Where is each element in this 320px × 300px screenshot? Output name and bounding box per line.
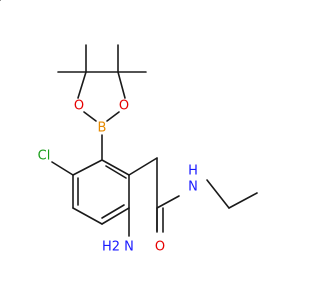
bond-o-left-b xyxy=(83,111,97,122)
amino-nitrogen-label: N xyxy=(124,240,134,255)
bond-nh-ch2 xyxy=(206,179,230,209)
bond-ring-cl xyxy=(51,161,74,176)
oxygen-ring-right-label: O xyxy=(119,99,129,114)
bond-o-right-b xyxy=(106,111,120,122)
ring-bond-3 xyxy=(101,207,130,225)
amide-hydrogen-label: H xyxy=(188,164,198,179)
bond-carbonyl-c-nh xyxy=(156,195,180,209)
boron-label: B xyxy=(98,121,107,136)
molecule-structure-svg: O O B Cl N H N H2 O xyxy=(0,0,258,255)
bond-c5-o-right xyxy=(117,71,126,99)
carbonyl-oxygen-label: O xyxy=(155,240,165,255)
amide-nitrogen-label: N xyxy=(188,180,198,195)
bond-c4-o-left xyxy=(77,71,87,99)
ring-bond-4 xyxy=(72,207,103,225)
chlorine-label: Cl xyxy=(38,149,51,164)
ring-bond-6 xyxy=(72,159,103,176)
bond-ring-carbonyl-c xyxy=(128,157,158,176)
oxygen-ring-left-label: O xyxy=(74,99,84,114)
amino-h2-label: H2 xyxy=(102,240,120,255)
ring-bond-1 xyxy=(101,159,130,176)
ring-bond-1-inner xyxy=(105,165,127,179)
molecule-diagram: O O B Cl N H N H2 O xyxy=(0,0,258,255)
bond-ch2-ch3 xyxy=(228,192,258,209)
ring-bond-3-inner xyxy=(101,204,125,219)
